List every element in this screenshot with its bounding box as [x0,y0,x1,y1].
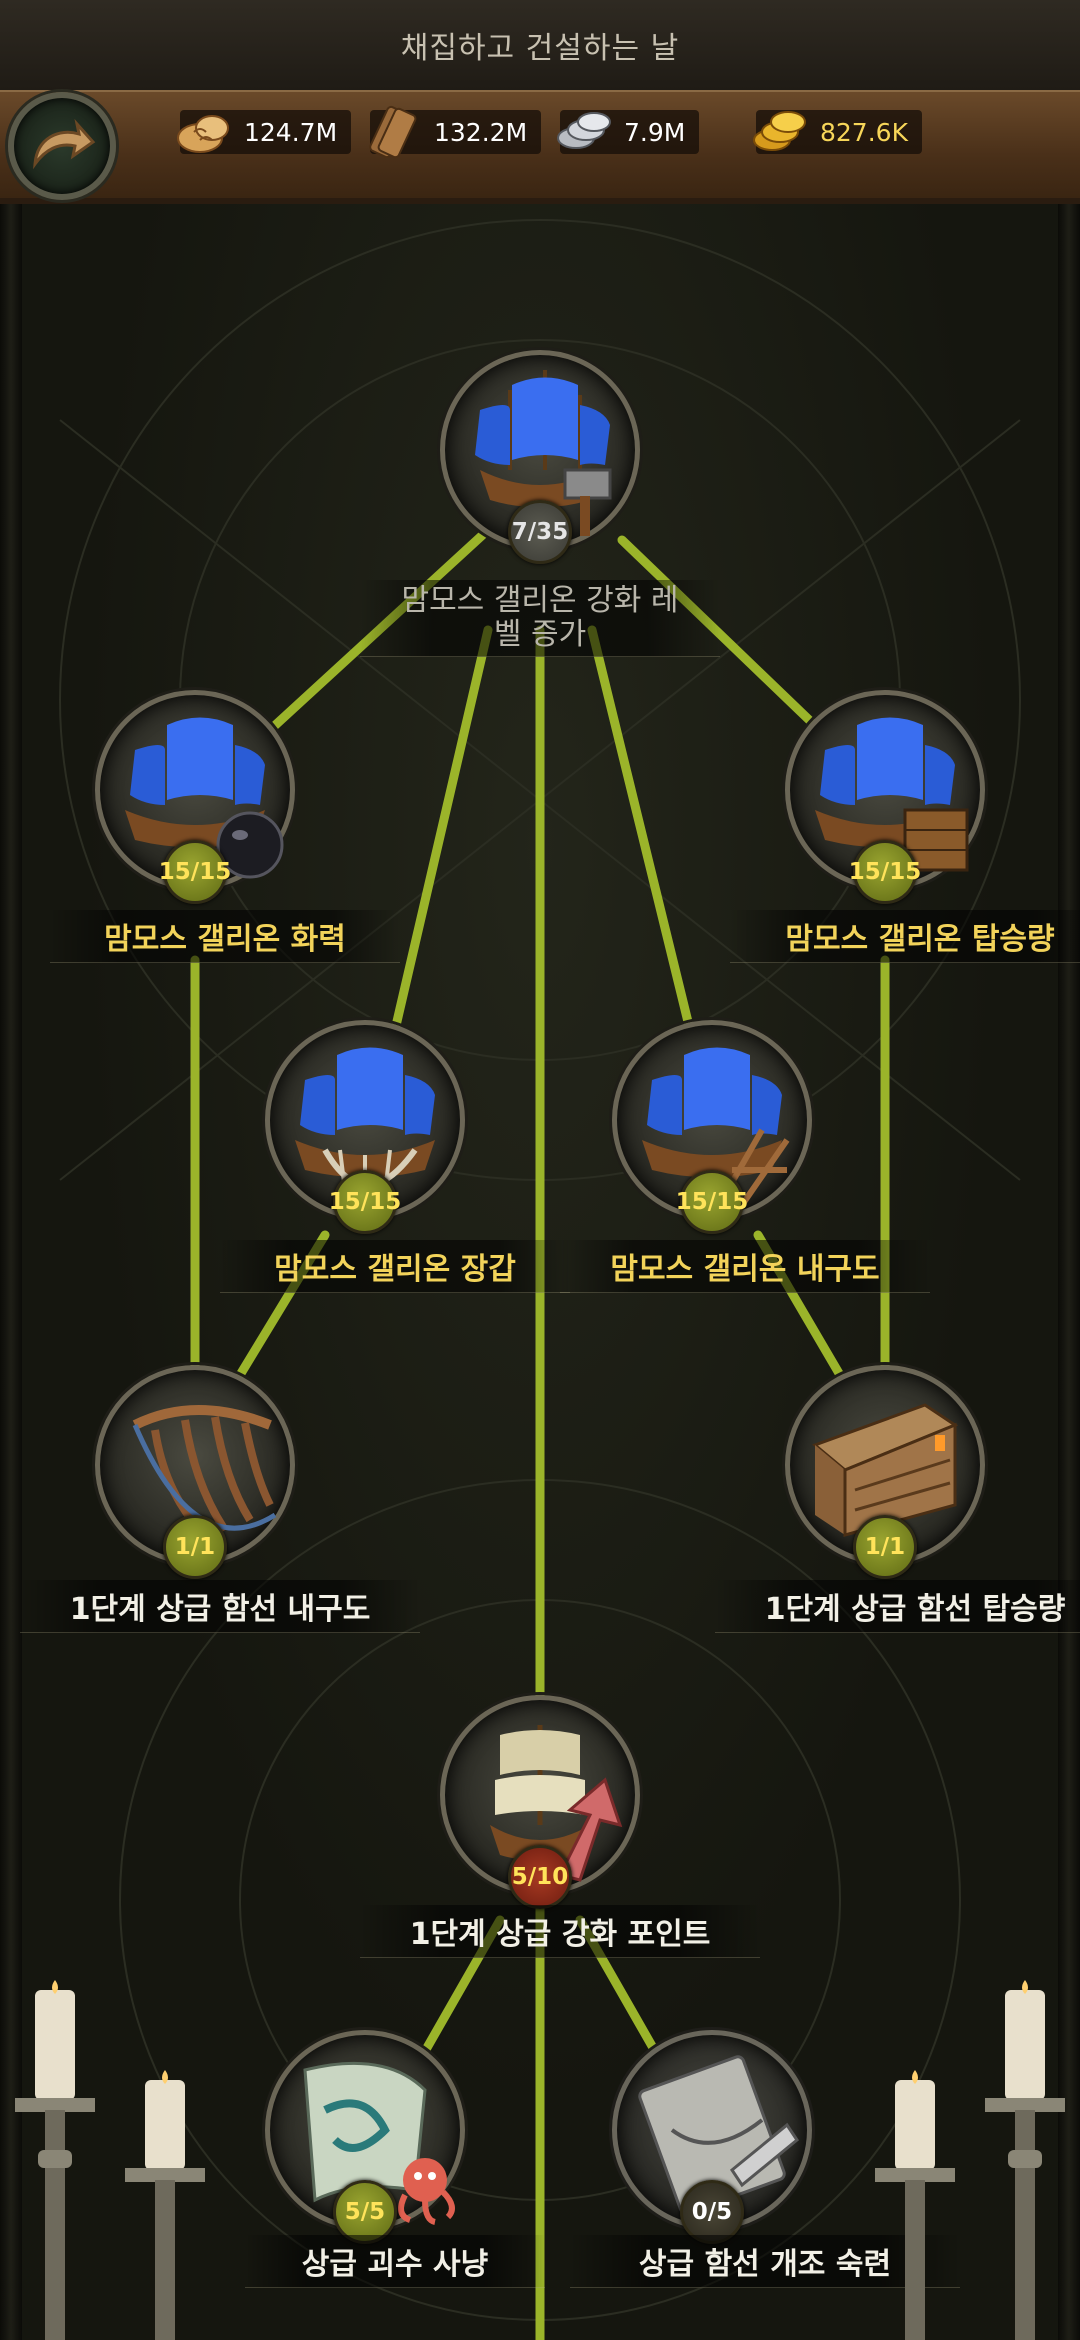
skill-node-durability[interactable]: 15/15 [612,1020,812,1234]
skill-node-armor[interactable]: 15/15 [265,1020,465,1234]
resource-silver[interactable]: 7.9M [557,110,700,154]
candle-decoration-right-1 [985,1980,1065,2340]
back-arrow-icon [33,118,96,170]
skill-node-root[interactable]: 7/35 [440,350,640,564]
skill-label-monster-hunt: 상급 괴수 사냥 [245,2235,545,2288]
left-frame [0,200,22,2340]
candle-decoration-right-2 [875,2070,955,2340]
skill-label-t1-durability: 1단계 상급 함선 내구도 [20,1580,420,1633]
resource-wood[interactable]: 132.2M [369,105,542,159]
blueprint-icon [638,2055,800,2215]
skill-label-capacity: 맘모스 갤리온 탑승량 [730,910,1080,963]
progress-badge: 15/15 [329,1170,401,1234]
right-frame [1058,200,1080,2340]
skill-node-refit[interactable]: 0/5 [612,2030,812,2244]
title-bar: 채집하고 건설하는 날 [0,0,1080,92]
skill-label-armor: 맘모스 갤리온 장갑 [220,1240,570,1293]
silver-coin-icon [557,112,611,149]
resource-food-value: 124.7M [244,117,338,147]
skill-node-t1-durability[interactable]: 1/1 [95,1365,295,1579]
skill-node-t1-points[interactable]: 5/10 [440,1695,640,1909]
resource-silver-value: 7.9M [624,117,686,147]
progress-badge: 15/15 [849,840,921,904]
resource-gold[interactable]: 827.6K [753,110,922,154]
progress-badge: 7/35 [508,500,572,564]
back-button[interactable] [8,92,116,200]
progress-badge: 0/5 [680,2180,744,2244]
skill-node-t1-capacity[interactable]: 1/1 [785,1365,985,1579]
skill-label-firepower: 맘모스 갤리온 화력 [50,910,400,963]
log-icon [369,105,417,159]
resource-wood-value: 132.2M [434,117,528,147]
skill-label-durability: 맘모스 갤리온 내구도 [560,1240,930,1293]
skill-node-firepower[interactable]: 15/15 [95,690,295,904]
skill-node-monster-hunt[interactable]: 5/5 [265,2030,465,2244]
galleon-frame-icon [642,1047,790,1207]
resource-gold-value: 827.6K [820,117,908,147]
galleon-hammer-icon [475,370,612,536]
merchant-ship-upgrade-icon [490,1725,623,1882]
galleon-cannonball-icon [125,717,284,879]
resource-food[interactable]: 124.7M [177,110,352,154]
progress-badge: 5/10 [508,1845,572,1909]
skill-node-capacity[interactable]: 15/15 [785,690,985,904]
gold-coin-icon [753,111,806,151]
candle-decoration-left-1 [15,1980,95,2340]
progress-badge: 15/15 [159,840,231,904]
skill-label-t1-capacity: 1단계 상급 함선 탑승량 [715,1580,1080,1633]
skill-label-refit: 상급 함선 개조 숙련 [570,2235,960,2288]
progress-badge: 1/1 [853,1515,917,1579]
candle-decoration-left-2 [125,2070,205,2340]
bread-icon [177,115,229,153]
skill-label-root: 맘모스 갤리온 강화 레벨 증가 [360,580,720,657]
cabin-icon [812,1403,959,1537]
page-title: 채집하고 건설하는 날 [400,31,680,66]
sail-octopus-icon [303,2061,455,2225]
progress-badge: 15/15 [676,1170,748,1234]
progress-badge: 1/1 [163,1515,227,1579]
skill-label-t1-points: 1단계 상급 강화 포인트 [360,1905,760,1958]
